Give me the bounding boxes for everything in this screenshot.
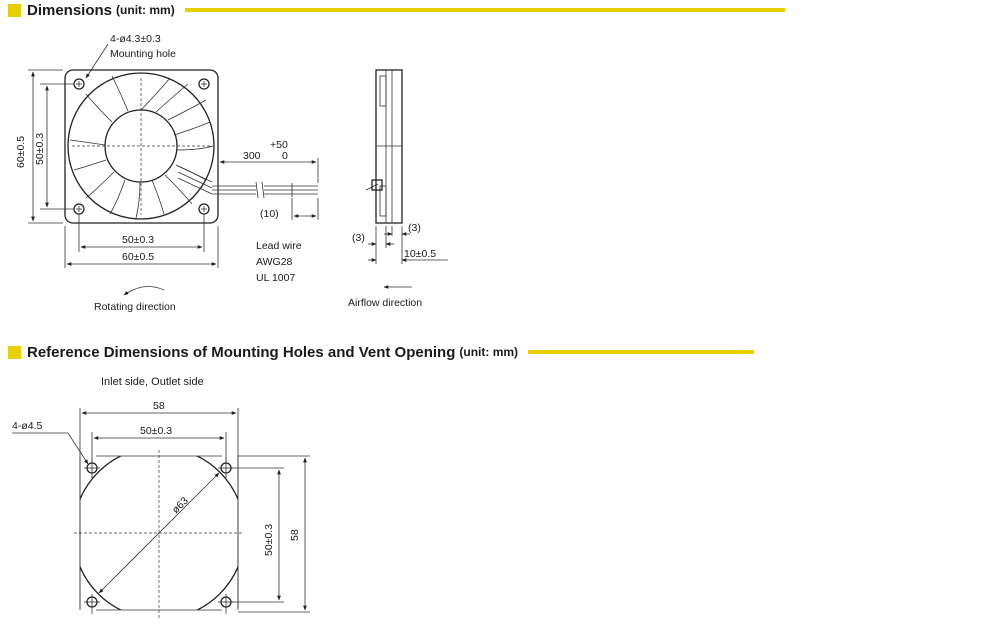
- strip-length-label: (10): [260, 208, 279, 220]
- section-title: Reference Dimensions of Mounting Holes a…: [27, 343, 456, 361]
- diameter-label: ø63: [170, 495, 191, 516]
- outer-width-label: 60±0.5: [122, 251, 154, 263]
- lead-wires: [212, 181, 318, 199]
- fan-frame-outline: [64, 69, 219, 224]
- fan-blade-circle: [67, 72, 215, 220]
- header-rule: [184, 8, 785, 12]
- inner-height-label: 50±0.3: [34, 133, 46, 165]
- lead-wire-exit: [177, 165, 213, 195]
- header-rule: [528, 350, 755, 354]
- section-header-reference: Reference Dimensions of Mounting Holes a…: [8, 342, 755, 362]
- side-dim-right: (3): [408, 222, 421, 234]
- fan-front-view: [64, 69, 318, 224]
- ref-outer-width-label: 58: [153, 400, 165, 412]
- mounting-hole-label: Mounting hole: [110, 48, 176, 60]
- lead-wire-gauge: AWG28: [256, 256, 293, 268]
- fan-blades: [69, 75, 214, 219]
- side-connector: [371, 179, 383, 191]
- ref-outer-height-label: 58: [289, 529, 301, 541]
- lead-wire-label: Lead wire: [256, 240, 302, 252]
- side-dim-left: (3): [352, 232, 365, 244]
- section-title: Dimensions: [27, 1, 113, 19]
- section-header-dimensions: Dimensions (unit: mm): [8, 0, 785, 20]
- lead-wire-standard: UL 1007: [256, 272, 295, 284]
- mounting-hole-icon: [198, 78, 210, 90]
- ref-inner-height-label: 50±0.3: [263, 524, 275, 556]
- header-square-icon: [8, 345, 21, 359]
- lead-tolerance-minus: 0: [282, 150, 288, 162]
- ref-hole-callout: 4-ø4.5: [12, 420, 43, 432]
- section-unit: (unit: mm): [116, 3, 175, 17]
- lead-tolerance-plus: +50: [270, 139, 288, 151]
- rotation-arrow-icon: [123, 286, 165, 296]
- front-view-dimensions: 4-ø4.3±0.3 Mounting hole 60±0.5 50±0.3 5…: [15, 33, 319, 313]
- header-square-icon: [8, 3, 21, 17]
- inner-width-label: 50±0.3: [122, 234, 154, 246]
- diameter-line: [98, 472, 220, 594]
- airflow-direction-label: Airflow direction: [348, 297, 422, 309]
- lead-length-label: 300: [243, 150, 261, 162]
- ref-inner-width-label: 50±0.3: [140, 425, 172, 437]
- section-unit: (unit: mm): [459, 345, 519, 359]
- hole-callout-label: 4-ø4.3±0.3: [110, 33, 161, 45]
- side-label: Inlet side, Outlet side: [101, 376, 204, 388]
- outer-height-label: 60±0.5: [15, 136, 27, 168]
- rotating-direction-label: Rotating direction: [94, 301, 176, 313]
- side-frame-outline: [375, 69, 403, 224]
- side-view-dimensions: (3) (3) 10±0.5 Airflow direction: [348, 222, 448, 309]
- fan-side-view: [365, 69, 403, 224]
- thickness-label: 10±0.5: [404, 248, 436, 260]
- reference-view: Inlet side, Outlet side 58 50±0.3 4-ø4.5…: [12, 376, 310, 620]
